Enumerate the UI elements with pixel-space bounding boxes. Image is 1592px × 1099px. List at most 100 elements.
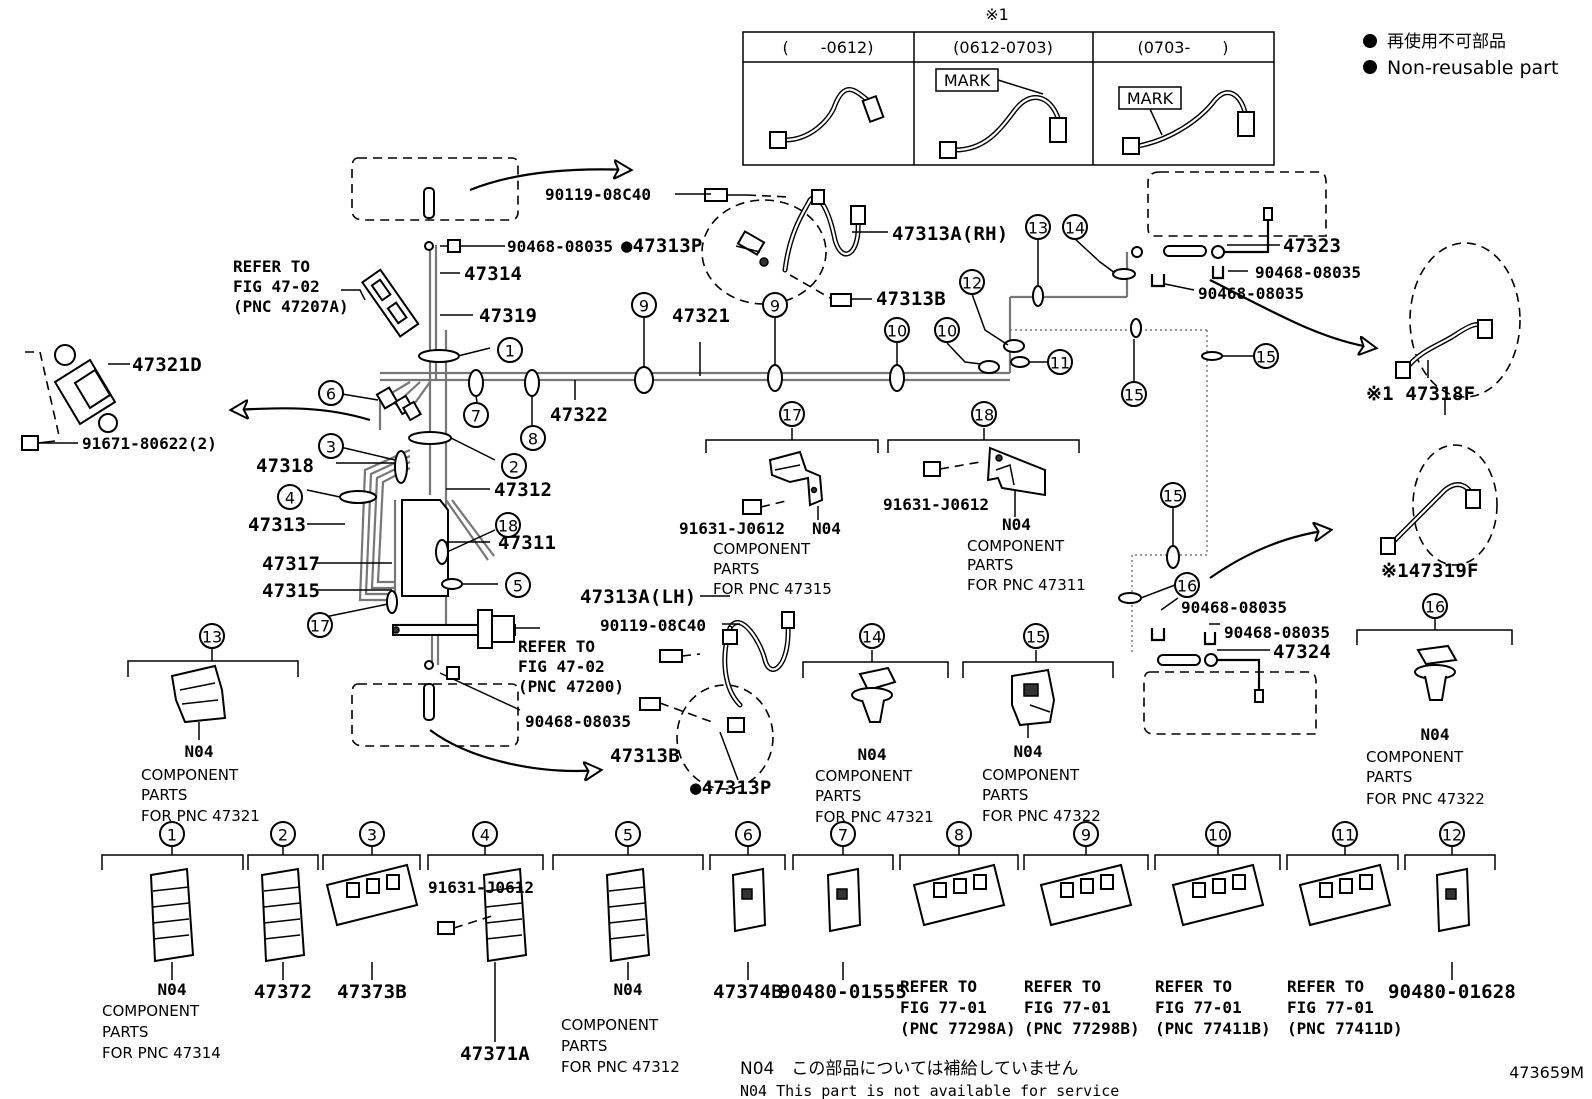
circle-num-2: 2 — [501, 453, 527, 479]
label-47317: 47317 — [262, 553, 320, 575]
label-47313A-lh: 47313A(LH) — [580, 586, 696, 608]
label-90119-bot: 90119-08C40 — [600, 616, 706, 635]
clip-6-hole — [741, 888, 753, 900]
panel-13: 13 N04 COMPONENT PARTS FOR PNC 47321 — [127, 623, 299, 825]
bottom-panel-3-part: 47373B — [337, 981, 407, 1003]
clip-2-body — [260, 867, 306, 963]
label-47322: 47322 — [550, 404, 608, 426]
bottom-panel-10-num: 10 — [1208, 826, 1228, 845]
bottom-panel-5-bracket — [552, 854, 704, 870]
circle-num-1-text: 1 — [505, 342, 515, 361]
reference-outlines — [351, 157, 1521, 790]
callout-labels: 90119-08C40 90468-08035 ●47313P 47313A(R… — [82, 185, 1478, 799]
bottom-panel-4-num: 4 — [480, 826, 490, 845]
circle-num-3-text: 3 — [326, 438, 336, 457]
clip-3-slot-2 — [366, 878, 380, 894]
clip-2-slot-1 — [263, 886, 301, 892]
clip-1-slot-3 — [152, 918, 190, 924]
clip-3-slot-3 — [386, 874, 400, 890]
bottom-panel-12-circle — [1439, 821, 1465, 847]
clip-4-slot-3 — [485, 918, 523, 924]
footnote-en: N04 This part is not available for servi… — [740, 1082, 1119, 1099]
label-47319: 47319 — [479, 305, 537, 327]
panel-18-code: N04 — [1002, 515, 1031, 534]
circle-num-9a-text: 9 — [639, 297, 649, 316]
bottom-panel-9-refer-1: REFER TO — [1024, 977, 1101, 996]
circle-num-6: 6 — [318, 380, 344, 406]
circle-num-15b: 15 — [1253, 343, 1279, 369]
circle-num-17-text: 17 — [310, 617, 330, 636]
circle-num-6-text: 6 — [326, 385, 336, 404]
panel-17-code: N04 — [812, 519, 841, 538]
hose-variant-3: MARK — [1118, 86, 1255, 155]
panel-13-desc-3: FOR PNC 47321 — [141, 807, 260, 825]
bottom-panel-4-screw: 91631-J0612 — [428, 878, 534, 897]
panel-18-num: 18 — [974, 406, 994, 425]
label-47318F: ※1 47318F — [1366, 383, 1475, 405]
bottom-panel-4-part: 47371A — [460, 1043, 530, 1065]
clip-10-body — [1171, 863, 1265, 927]
clip-10-slot-1 — [1192, 882, 1206, 898]
bottom-panel-5-desc-2: PARTS — [561, 1037, 607, 1055]
bottom-panel-5-desc-1: COMPONENT — [561, 1016, 659, 1034]
circle-num-15a-text: 15 — [1124, 386, 1144, 405]
clip-3-body — [325, 863, 419, 927]
panel-18-screw: 91631-J0612 — [883, 495, 989, 514]
clip-9-slot-3 — [1100, 874, 1114, 890]
panel-17-desc-3: FOR PNC 47315 — [713, 580, 832, 598]
refer-a-line1: REFER TO — [233, 257, 310, 276]
bottom-panel-3-circle — [359, 821, 385, 847]
label-47313: 47313 — [248, 514, 306, 536]
bottom-panel-7-num: 7 — [838, 826, 848, 845]
bottom-panel-3-num: 3 — [367, 826, 377, 845]
bottom-panel-11-refer-2: FIG 77-01 — [1287, 998, 1374, 1017]
panel-15-desc-2: PARTS — [982, 786, 1028, 804]
label-47324: 47324 — [1273, 641, 1331, 663]
circle-num-15c-text: 15 — [1163, 487, 1183, 506]
hose-47318F — [1395, 319, 1493, 379]
bottom-panel-8-num: 8 — [954, 826, 964, 845]
bottom-panel-12-bracket — [1404, 854, 1496, 870]
label-90468-bot: 90468-08035 — [525, 712, 631, 731]
variant-table-ref: ※1 — [985, 5, 1009, 24]
label-47313B-bot: 47313B — [610, 745, 680, 767]
connector-47324 — [1150, 628, 1264, 703]
clip-3-slot-1 — [346, 882, 360, 898]
mark-label-3: MARK — [1127, 89, 1174, 108]
bottom-panel-10-refer-3: (PNC 77411B) — [1155, 1019, 1271, 1038]
refer-a-line3: (PNC 47207A) — [233, 297, 349, 316]
bottom-panel-6-bracket — [709, 854, 786, 870]
clip-2-slot-3 — [263, 918, 301, 924]
clip-1-slot-2 — [152, 902, 190, 908]
circle-num-14: 14 — [1062, 214, 1088, 240]
label-47318: 47318 — [256, 455, 314, 477]
circle-num-15c: 15 — [1160, 482, 1186, 508]
refer-b-line3: (PNC 47200) — [518, 677, 624, 696]
bottom-panel-11-refer-1: REFER TO — [1287, 977, 1364, 996]
bottom-panel-10-circle — [1205, 821, 1231, 847]
bottom-panel-8-refer-1: REFER TO — [900, 977, 977, 996]
bottom-panel-2-circle — [270, 821, 296, 847]
label-47321D: 47321D — [132, 354, 202, 376]
label-47315: 47315 — [262, 580, 320, 602]
circle-num-13-text: 13 — [1028, 219, 1048, 238]
clip-9-body — [1039, 863, 1133, 927]
bottom-panel-5-num: 5 — [623, 826, 633, 845]
panel-18: 18 91631-J0612 N04 COMPONENT PARTS FOR P… — [883, 401, 1086, 594]
clip-4-slot-1 — [485, 886, 523, 892]
refer-a-line2: FIG 47-02 — [233, 277, 320, 296]
label-90468-r2: 90468-08035 — [1198, 284, 1304, 303]
circle-num-13: 13 — [1025, 214, 1051, 240]
circle-num-12-text: 12 — [962, 274, 982, 293]
clip-7-hole — [836, 888, 848, 900]
panel-14-num: 14 — [862, 628, 882, 647]
bottom-panel-1-num: 1 — [167, 826, 177, 845]
clip-8-slot-1 — [933, 882, 947, 898]
clip-12-hole — [1445, 888, 1457, 900]
bottom-panel-11-refer-3: (PNC 77411D) — [1287, 1019, 1403, 1038]
circle-num-12: 12 — [959, 269, 985, 295]
label-90119-top: 90119-08C40 — [545, 185, 651, 204]
